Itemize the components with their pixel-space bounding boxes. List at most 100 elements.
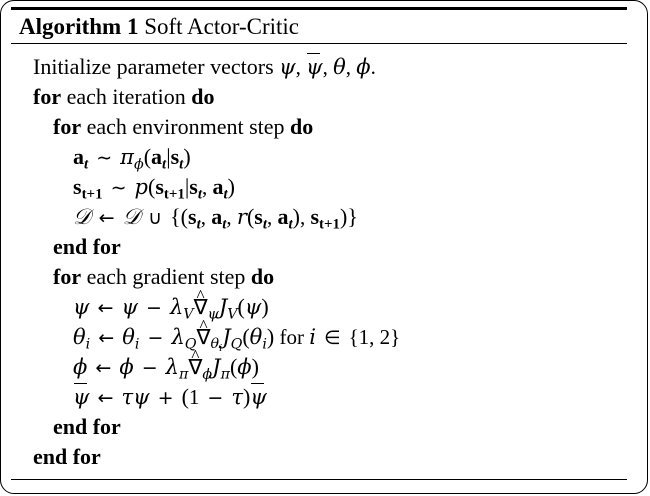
comma: ,	[226, 205, 237, 229]
init-comma-3: ,	[345, 55, 357, 79]
operator-sim: ∼	[104, 177, 133, 199]
paren-close: )	[261, 294, 269, 319]
vector-s-next: st+1	[73, 174, 103, 203]
paren-close: )	[227, 174, 235, 199]
symbol-theta-i: θi	[122, 325, 140, 353]
brace-close: )}	[340, 204, 358, 229]
paren-close: )	[266, 324, 275, 349]
paren-open: (	[181, 384, 189, 409]
paren-open: (	[237, 294, 245, 319]
pseudocode-line-for-env-step: for each environment step do	[11, 112, 627, 142]
symbol-psi: ψ	[133, 385, 150, 409]
init-period: .	[370, 55, 376, 79]
paren-open: (	[242, 324, 250, 349]
vector-a: at	[277, 204, 293, 233]
symbol-lambda-v: λV	[169, 295, 194, 323]
vector-a: at	[211, 204, 227, 233]
operator-minus: −	[135, 357, 164, 379]
vector-s-next: st+1	[310, 204, 341, 233]
index-set-values: {1, 2}	[348, 325, 401, 349]
pseudocode-line-end-for-gradient: end for	[11, 412, 627, 442]
comma: ,	[202, 175, 213, 199]
symbol-script-d: 𝒟	[73, 205, 91, 230]
keyword-for: for	[53, 264, 82, 289]
symbol-phi: ϕ	[119, 355, 134, 379]
pseudocode-line-update-target-psi: ψ ← τψ + (1 − τ)ψ	[11, 382, 627, 412]
for-env-step-text: each environment step	[86, 114, 285, 139]
symbol-psi: ψ	[244, 295, 262, 319]
number-one: 1	[188, 385, 200, 409]
symbol-lambda-pi: λπ	[165, 355, 189, 383]
vector-a: at	[212, 174, 228, 203]
vector-s-next: st+1	[155, 174, 185, 203]
operator-plus: +	[151, 387, 180, 409]
symbol-theta-i: θi	[249, 325, 267, 353]
operator-assign-arrow: ←	[89, 357, 118, 379]
symbol-phi: ϕ	[73, 355, 88, 379]
init-comma-1: ,	[295, 55, 307, 79]
subscript-phi: ϕ	[202, 366, 213, 383]
init-comma-2: ,	[322, 55, 334, 79]
vector-s: st	[189, 174, 202, 203]
symbol-theta-i: θi	[73, 325, 91, 353]
operator-union: ∪	[142, 207, 169, 229]
operator-assign-arrow: ←	[92, 207, 121, 229]
comma: ,	[299, 205, 311, 229]
symbol-objective-jv: JV	[218, 295, 238, 323]
paren-open: (	[246, 204, 255, 229]
symbol-nabla-hat: ∇	[196, 322, 210, 352]
operator-element-of: ∈	[317, 327, 347, 349]
comma: ,	[200, 205, 212, 229]
pseudocode-line-update-theta: θi ← θi − λQ∇θiJQ(θi) for i ∈ {1, 2}	[11, 322, 627, 355]
algorithm-name: Soft Actor-Critic	[144, 14, 299, 39]
algorithm-body: Initialize parameter vectors ψ, ψ, θ, ϕ.…	[11, 44, 627, 479]
subscript-psi: ψ	[207, 306, 219, 323]
symbol-reward-r: r	[236, 205, 247, 229]
brace-open: {(	[170, 204, 189, 229]
symbol-psi-bar: ψ	[306, 52, 323, 82]
operator-sim: ∼	[90, 147, 119, 169]
keyword-for: for	[53, 114, 82, 139]
conditional-bar: |	[166, 144, 171, 169]
keyword-end-for: end for	[53, 414, 121, 439]
symbol-objective-jpi: Jπ	[212, 355, 230, 383]
algorithm-number: Algorithm 1	[19, 14, 139, 39]
symbol-index-i: i	[309, 325, 316, 349]
algorithm-block: Algorithm 1 Soft Actor-Critic Initialize…	[11, 7, 627, 480]
operator-minus: −	[141, 327, 170, 349]
symbol-tau: τ	[231, 385, 244, 409]
keyword-end-for: end for	[33, 444, 101, 469]
pseudocode-line-update-phi: ϕ ← ϕ − λπ∇ϕJπ(ϕ)	[11, 352, 627, 382]
for-gradient-step-text: each gradient step	[86, 264, 246, 289]
pseudocode-line-replay-buffer-update: 𝒟 ← 𝒟 ∪ {(st, at, r(st, at), st+1)}	[11, 202, 627, 232]
for-iteration-text: each iteration	[66, 84, 186, 109]
symbol-nabla-hat: ∇	[188, 352, 202, 382]
operator-assign-arrow: ←	[91, 297, 120, 319]
operator-assign-arrow: ←	[92, 327, 121, 349]
algorithm-title: Algorithm 1 Soft Actor-Critic	[11, 10, 627, 43]
paren-close: )	[243, 384, 251, 409]
keyword-end-for: end for	[53, 234, 121, 259]
symbol-script-d: 𝒟	[122, 205, 141, 230]
symbol-theta: θ	[333, 55, 346, 79]
pseudocode-line-init: Initialize parameter vectors ψ, ψ, θ, ϕ.	[11, 52, 627, 82]
pseudocode-line-end-for-env: end for	[11, 232, 627, 262]
for-word: for	[279, 325, 304, 349]
subscript-theta-i: θi	[210, 336, 223, 355]
symbol-psi-bar: ψ	[250, 382, 267, 412]
symbol-tau: τ	[121, 385, 134, 409]
symbol-psi: ψ	[279, 55, 296, 79]
symbol-objective-jq: JQ	[222, 325, 243, 353]
operator-minus: −	[201, 387, 230, 409]
algorithm-title-rule	[11, 43, 627, 44]
pseudocode-line-sample-next-state: st+1 ∼ p(st+1|st, at)	[11, 172, 627, 202]
paren-open: (	[143, 144, 152, 169]
pseudocode-line-sample-action: at ∼ πϕ(at|st)	[11, 142, 627, 172]
init-lead-text: Initialize parameter vectors	[33, 54, 274, 79]
algorithm-top-rule	[11, 7, 627, 10]
paren-close: )	[183, 144, 191, 169]
symbol-p: p	[134, 175, 148, 199]
symbol-phi: ϕ	[237, 355, 252, 379]
comma: ,	[266, 205, 278, 229]
